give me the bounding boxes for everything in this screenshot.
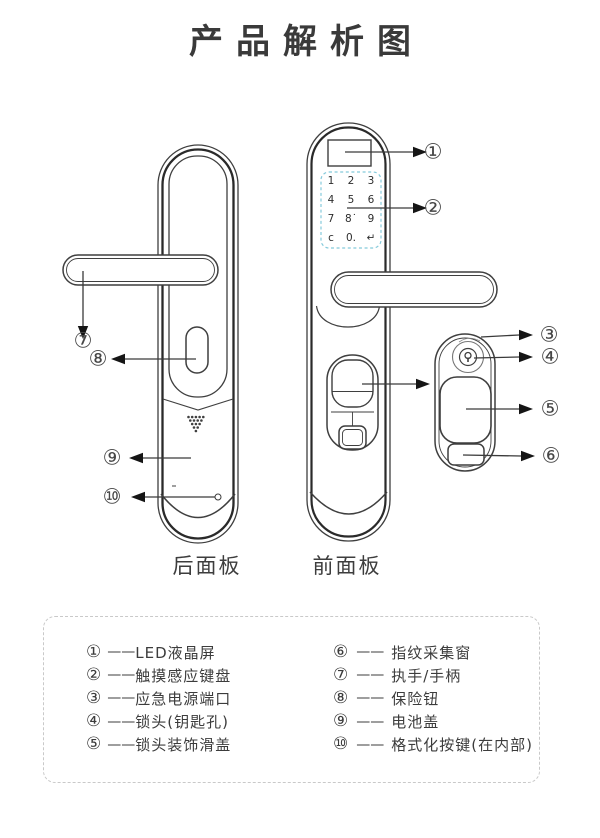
legend-num: ⑩ [333, 734, 349, 755]
legend-right-column: ⑥ —— 指纹采集窗 ⑦ —— 执手/手柄 ⑧ —— 保险钮 ⑨ —— 电池盖 ⑩ —— 格式化按键… [333, 641, 533, 755]
callout-6-fingerprint-window: ⑥ [541, 443, 561, 468]
back-panel-drawing [62, 144, 239, 544]
keypad-key: 7 [327, 213, 335, 226]
legend-label: 指纹采集窗 [391, 643, 472, 662]
legend-connector: —— [107, 736, 136, 753]
callout-4-keyhole: ④ [540, 344, 560, 369]
legend-item: ⑦ —— 执手/手柄 [333, 664, 533, 685]
legend-label: 保险钮 [391, 689, 440, 708]
front-handle-shape [330, 271, 498, 308]
legend-num: ① [86, 641, 102, 662]
back-handle-shape [62, 254, 219, 286]
legend-item: ② ——触摸感应键盘 [86, 664, 232, 685]
battery-cover-seam [162, 398, 234, 411]
legend-connector: —— [107, 690, 136, 707]
legend-connector: —— [356, 667, 385, 684]
legend-num: ⑧ [333, 687, 349, 708]
legend-box: ①——LED液晶屏 ②——触摸感应键盘 ③——应急电源端口 ④——锁头(钥匙孔)… [43, 616, 540, 783]
front-panel-label: 前面板 [312, 554, 382, 578]
keyhole-shape [458, 347, 478, 367]
front-panel-drawing [306, 122, 498, 542]
cylinder-detail-drawing [434, 333, 496, 472]
legend-num: ③ [86, 687, 102, 708]
legend-connector: —— [107, 667, 136, 684]
callout-arrows [77, 146, 535, 503]
legend-label: 电池盖 [391, 713, 440, 732]
speaker-dots-triangle [187, 415, 205, 433]
safety-button-shape [185, 326, 209, 374]
keypad-key: 6 [367, 194, 375, 207]
legend-label: 触摸感应键盘 [135, 666, 232, 685]
page-title: 产品解析图 [189, 22, 424, 62]
keypad-key: 0. [345, 232, 357, 245]
legend-connector: —— [107, 713, 136, 730]
legend-num: ④ [86, 711, 102, 732]
callout-8-safety-button: ⑧ [88, 346, 108, 371]
legend-label: 锁头装饰滑盖 [135, 736, 232, 755]
format-button-dot [214, 493, 222, 501]
keypad-dashed-outline [320, 171, 382, 249]
legend-label: 应急电源端口 [135, 689, 232, 708]
front-fingerprint-window-shape [338, 425, 367, 450]
callout-7-handle: ⑦ [73, 328, 93, 353]
legend-connector: —— [356, 736, 385, 753]
legend-item: ③ ——应急电源端口 [86, 687, 232, 708]
legend-item: ⑧ —— 保险钮 [333, 687, 533, 708]
keypad-key: 1 [327, 175, 335, 188]
legend-label: LED液晶屏 [135, 643, 216, 662]
legend-item: ④ ——锁头(钥匙孔) [86, 711, 231, 732]
legend-connector: —— [356, 644, 385, 661]
keypad-key: 5 [347, 194, 355, 207]
legend-label: 锁头(钥匙孔) [135, 713, 229, 732]
legend-label: 格式化按键(在内部) [391, 736, 533, 755]
legend-connector: —— [107, 644, 136, 661]
legend-left-column: ①——LED液晶屏 ②——触摸感应键盘 ③——应急电源端口 ④——锁头(钥匙孔)… [86, 641, 232, 755]
legend-num: ⑤ [86, 734, 102, 755]
legend-item: ⑨ —— 电池盖 [333, 711, 533, 732]
keypad-key: 4 [327, 194, 335, 207]
legend-label: 执手/手柄 [391, 666, 462, 685]
slide-cover-shape [439, 376, 492, 444]
callout-1-led-screen: ① [423, 139, 443, 164]
front-escutcheon-curve [315, 305, 381, 328]
keypad-key: 3 [367, 175, 375, 188]
cylinder-highlight [458, 337, 481, 343]
legend-connector: —— [356, 713, 385, 730]
callout-10-format-button: ⑩ [102, 484, 122, 509]
callout-3-emergency-port: ③ [539, 322, 559, 347]
keypad-key: 9 [367, 213, 375, 226]
cylinder-ring [451, 340, 485, 374]
legend-num: ⑦ [333, 664, 349, 685]
keypad-enter-icon: ↵ [366, 232, 376, 245]
legend-item: ① ——LED液晶屏 [86, 641, 231, 662]
keypad-key: c [328, 232, 334, 245]
back-bottom-chin [160, 493, 236, 519]
legend-num: ⑥ [333, 641, 349, 662]
touch-keypad: 1 2 3 4 5 6 7 8˙ 9 c 0. ↵ [321, 172, 381, 248]
back-panel-label: 后面板 [172, 554, 242, 578]
front-bottom-chin [309, 491, 388, 515]
callout-2-touch-keypad: ② [423, 195, 443, 220]
legend-item: ⑤ ——锁头装饰滑盖 [86, 734, 232, 755]
front-lock-module [326, 354, 379, 451]
callout-9-battery-cover: ⑨ [102, 445, 122, 470]
legend-item: ⑥ —— 指纹采集窗 [333, 641, 533, 662]
keypad-key: 8˙ [345, 213, 357, 226]
legend-num: ⑨ [333, 711, 349, 732]
legend-num: ② [86, 664, 102, 685]
led-screen-shape [327, 139, 372, 167]
keypad-key: 2 [347, 175, 355, 188]
callout-5-slide-cover: ⑤ [540, 396, 560, 421]
legend-connector: —— [356, 690, 385, 707]
legend-item: ⑩ —— 格式化按键(在内部) [333, 734, 533, 755]
